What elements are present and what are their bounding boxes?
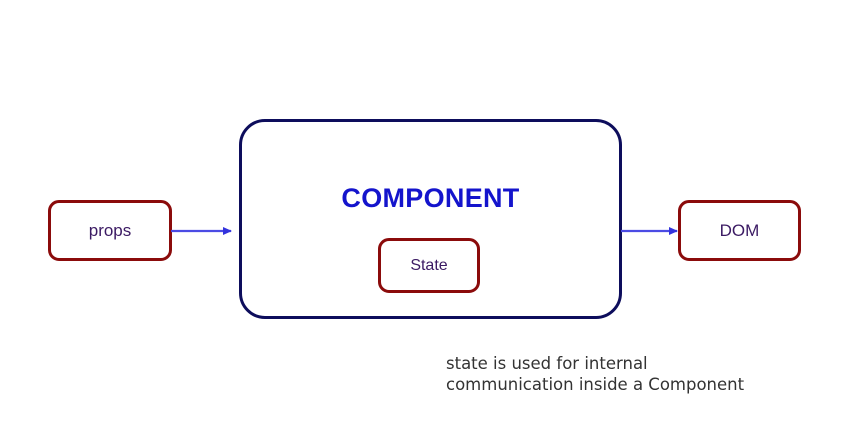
node-props[interactable]: props xyxy=(48,200,172,261)
node-dom[interactable]: DOM xyxy=(678,200,801,261)
component-title: COMPONENT xyxy=(341,183,520,213)
node-dom-label: DOM xyxy=(719,220,760,240)
component-container[interactable] xyxy=(239,119,622,319)
arrow-props-to-component xyxy=(171,227,232,235)
node-props-label: props xyxy=(88,220,132,240)
arrow-component-to-dom xyxy=(621,227,678,235)
diagram-caption: state is used for internal communication… xyxy=(446,354,745,394)
node-state-label: State xyxy=(410,256,448,274)
node-state[interactable]: State xyxy=(378,238,480,293)
